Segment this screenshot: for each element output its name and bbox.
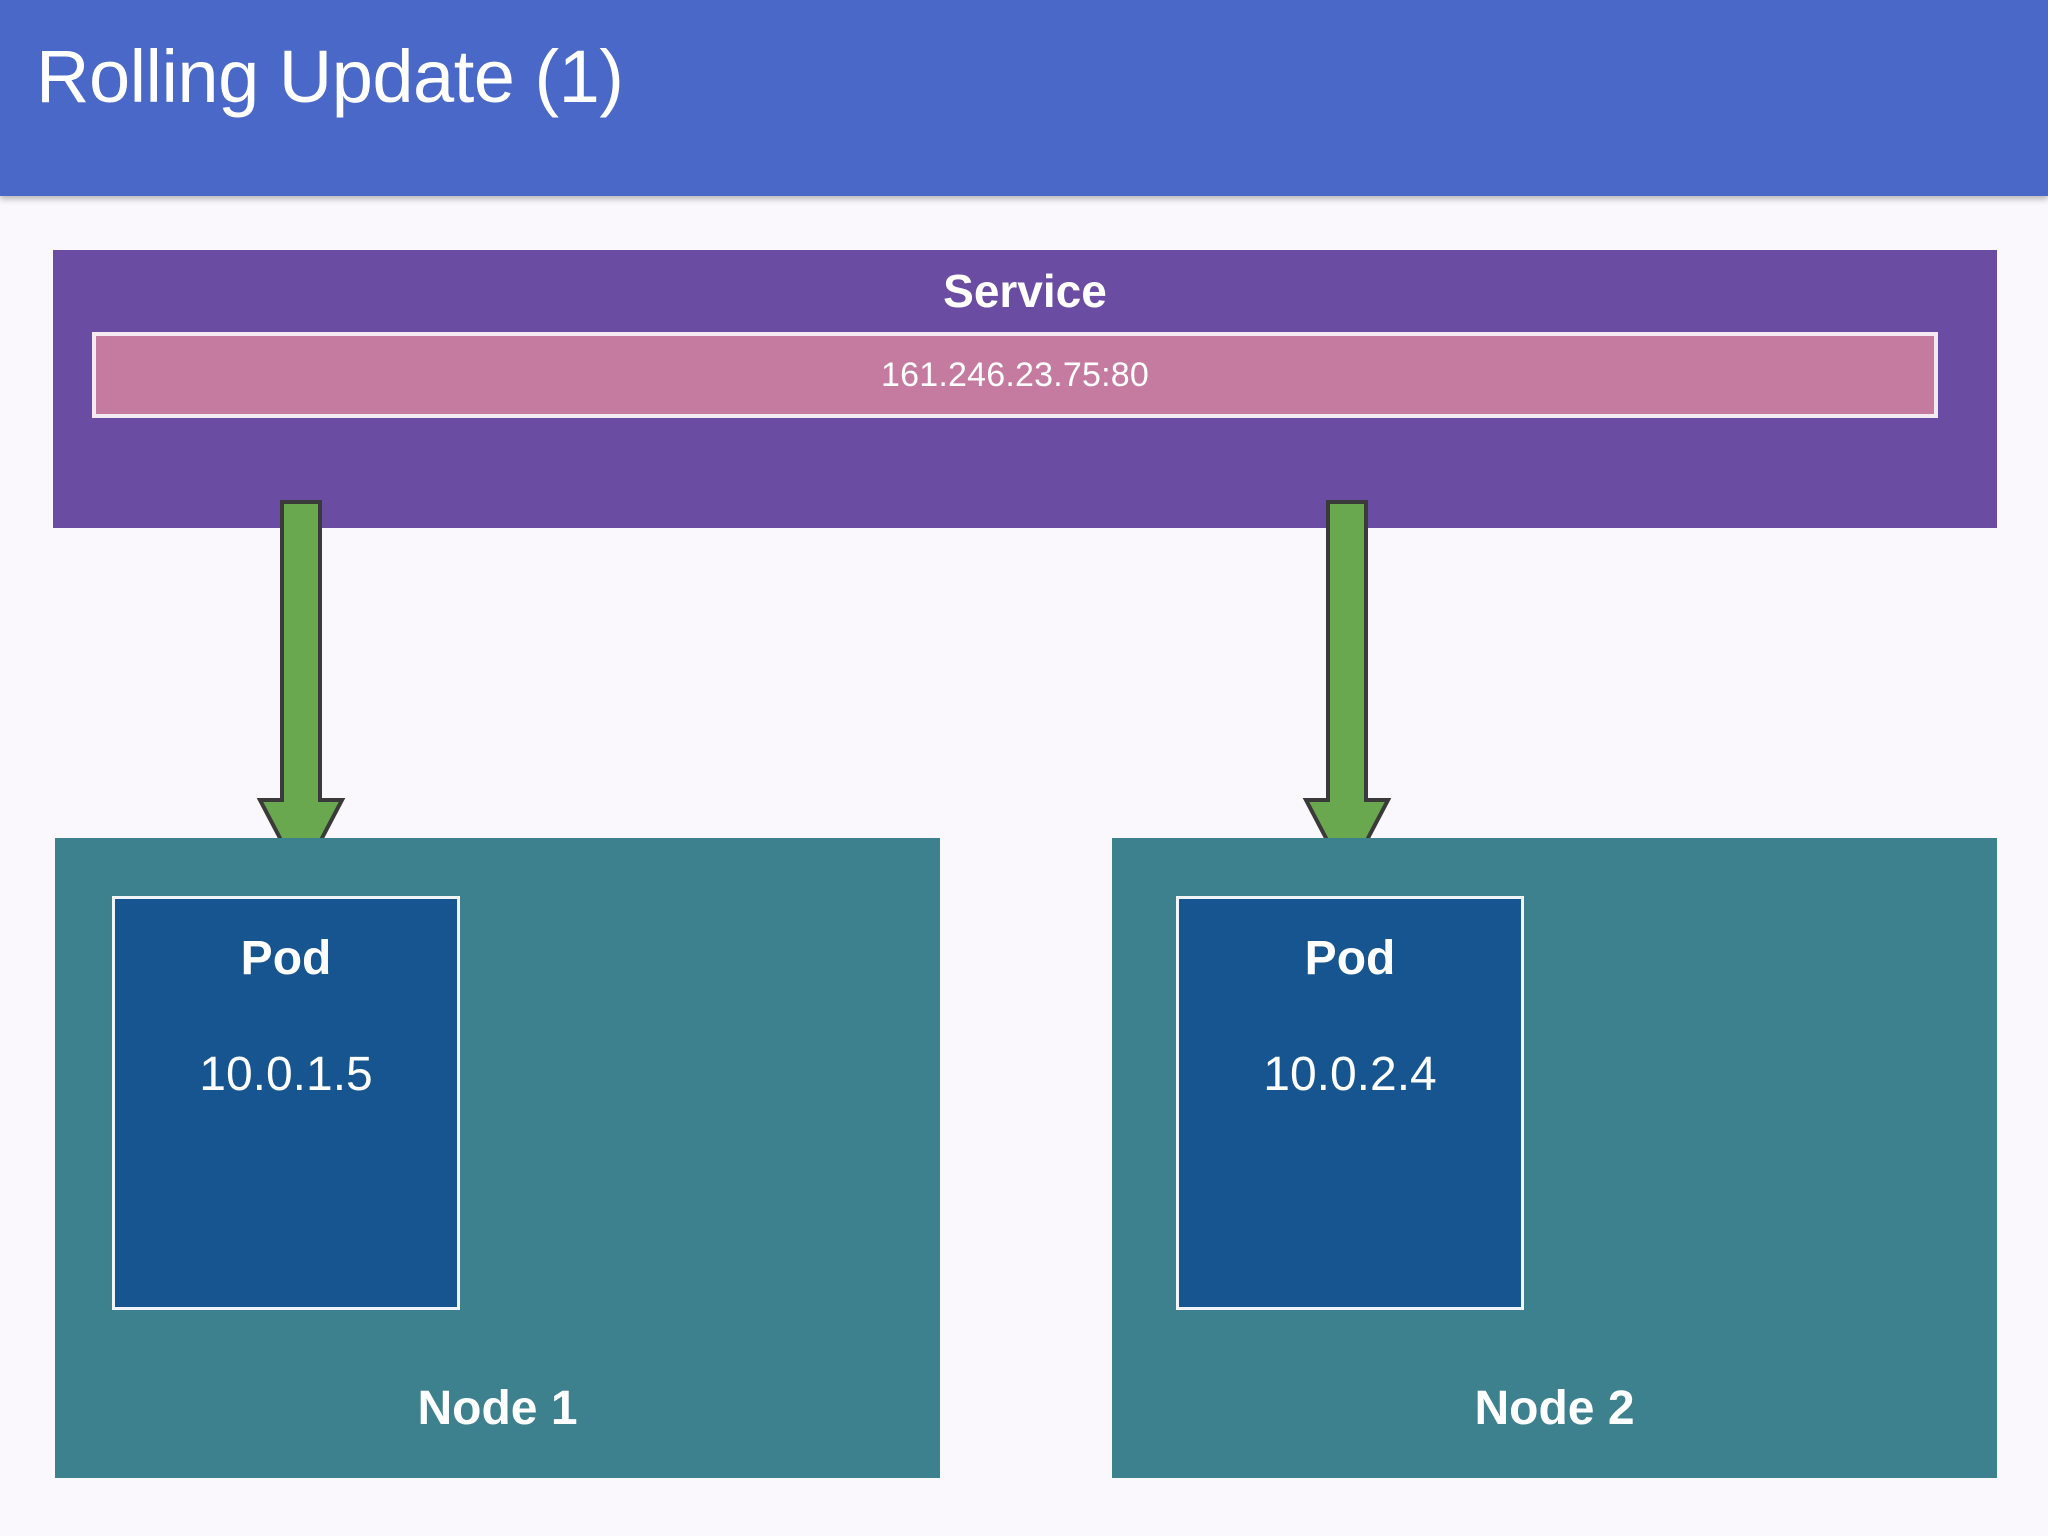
pod-ip-value: 10.0.2.4: [1263, 1048, 1437, 1101]
node-label: Node 2: [1474, 1382, 1635, 1435]
service-box: Service 161.246.23.75:80: [53, 250, 1997, 528]
diagram-canvas: Service 161.246.23.75:80 Pod 10.0.1.5 No…: [0, 196, 2048, 1536]
pod-title: Pod: [1304, 932, 1396, 985]
service-ip-value: 161.246.23.75:80: [881, 355, 1149, 394]
arrow-down-icon-service-to-node-2: [1302, 500, 1392, 882]
pod-box-node-1: Pod 10.0.1.5: [112, 896, 460, 1310]
node-box-2: Pod 10.0.2.4 Node 2: [1112, 838, 1997, 1478]
page-title: Rolling Update (1): [36, 35, 624, 118]
service-ip-box: 161.246.23.75:80: [92, 332, 1938, 418]
service-title: Service: [943, 265, 1107, 317]
node-label: Node 1: [417, 1382, 578, 1435]
arrow-down-icon-service-to-node-1: [256, 500, 346, 882]
pod-ip-value: 10.0.1.5: [199, 1048, 373, 1101]
slide-header-bar: Rolling Update (1): [0, 0, 2048, 196]
pod-box-node-2: Pod 10.0.2.4: [1176, 896, 1524, 1310]
node-box-1: Pod 10.0.1.5 Node 1: [55, 838, 940, 1478]
pod-title: Pod: [240, 932, 332, 985]
